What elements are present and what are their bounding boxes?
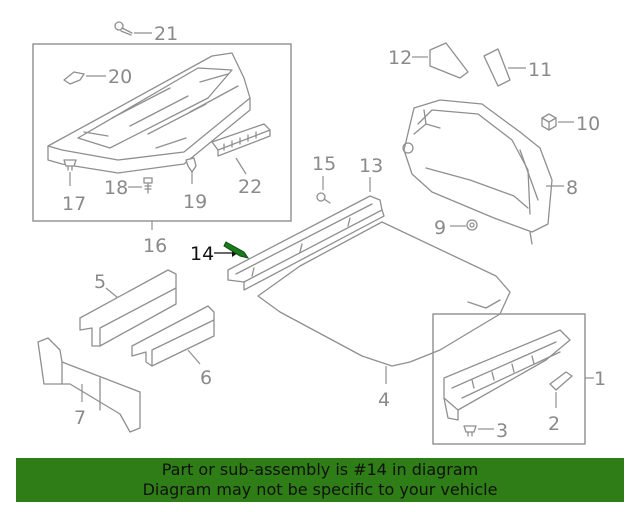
callout-9: 9 (434, 217, 446, 239)
callout-16: 16 (143, 235, 167, 257)
part-12-cover (429, 42, 469, 79)
callout-6: 6 (200, 367, 212, 389)
sub-assembly-box-lower (432, 313, 586, 445)
callout-17: 17 (62, 193, 86, 215)
part-package-tray (47, 52, 251, 174)
callout-7: 7 (74, 407, 86, 429)
callout-10: 10 (576, 113, 600, 135)
callout-8: 8 (566, 177, 578, 199)
part-4-floor-mat (257, 221, 511, 367)
part-8-side-trim (402, 99, 553, 245)
part-19-clip (185, 157, 197, 173)
callout-22: 22 (238, 176, 262, 198)
part-11-cover (483, 48, 511, 87)
callout-12: 12 (388, 47, 412, 69)
notice-line-part: Part or sub-assembly is #14 in diagram (161, 460, 479, 479)
part-10-cube (541, 113, 557, 131)
leader-5 (105, 287, 119, 299)
leader-6 (187, 349, 201, 365)
notice-line-disclaimer: Diagram may not be specific to your vehi… (142, 480, 498, 499)
part-15-screw (316, 192, 331, 204)
callout-3: 3 (496, 420, 508, 442)
leader-22 (235, 157, 247, 175)
callout-15: 15 (312, 153, 336, 175)
callout-21: 21 (154, 23, 178, 45)
callout-4: 4 (378, 389, 390, 411)
part-17-clip (63, 159, 77, 171)
parts-diagram: 21 20 22 17 18 19 16 12 (32, 21, 606, 445)
part-9-clip (466, 219, 478, 231)
part-18-screw (143, 177, 153, 194)
sub-assembly-box-upper (32, 43, 292, 222)
part-21-bolt (114, 21, 133, 36)
part-5-insulator (79, 269, 177, 347)
notice-banner: Part or sub-assembly is #14 in diagram D… (16, 458, 624, 502)
callout-14: 14 (190, 243, 214, 265)
callout-2: 2 (548, 413, 560, 435)
callout-20: 20 (108, 66, 132, 88)
callout-5: 5 (94, 271, 106, 293)
callout-13: 13 (359, 155, 383, 177)
part-14-retainer (223, 241, 250, 259)
part-6-insulator (131, 305, 215, 367)
callout-19: 19 (183, 191, 207, 213)
part-3-clip (463, 425, 477, 437)
part-13-sill-rail (227, 195, 385, 291)
part-7-insulator (37, 337, 141, 433)
callout-18: 18 (104, 177, 128, 199)
part-22-bracket (211, 123, 271, 157)
part-scuff-plate (443, 329, 571, 421)
part-20-clip (63, 71, 85, 85)
part-2-clip (549, 371, 573, 391)
callout-1: 1 (594, 368, 606, 390)
callout-11: 11 (528, 59, 552, 81)
